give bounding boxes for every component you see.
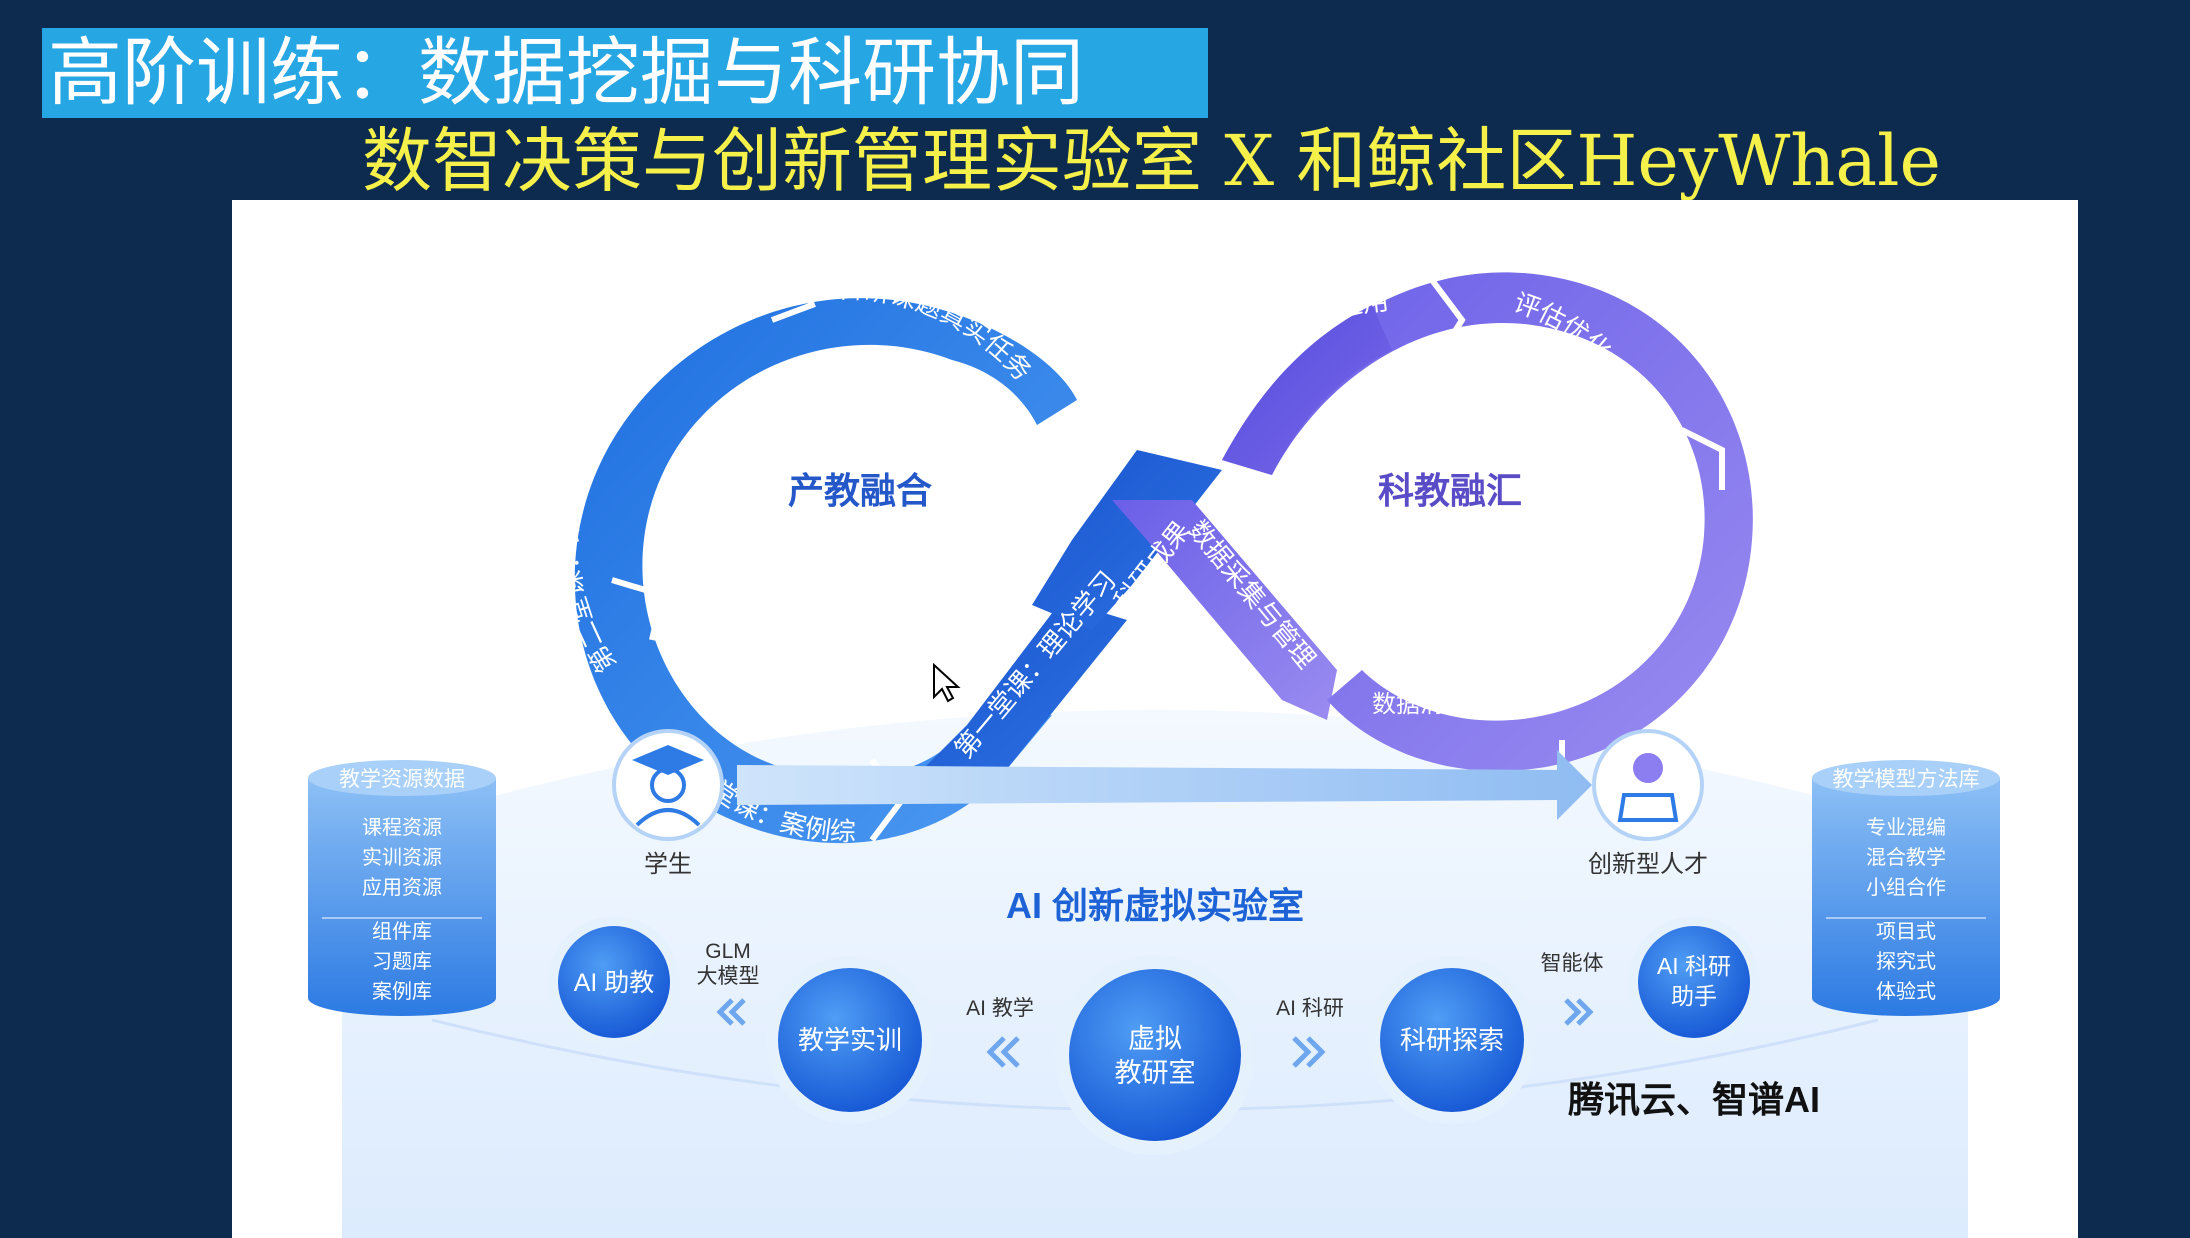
chevron-mark	[611, 577, 666, 641]
node-ai-teach-label: AI 助教	[574, 969, 655, 997]
db-left-item: 组件库	[372, 920, 432, 943]
talent-avatar	[1592, 729, 1704, 841]
growth-arrow	[737, 750, 1592, 820]
db-left-item: 应用资源	[362, 876, 442, 899]
db-teaching-models	[1812, 760, 2000, 1016]
student-label: 学生	[644, 851, 692, 878]
label-ai-teaching: AI 教学	[966, 997, 1034, 1020]
node-teach-train-label: 教学实训	[798, 1025, 902, 1055]
person-icon	[1633, 753, 1663, 783]
loop-seg-data-collect	[1112, 500, 1337, 720]
db-right-item: 探究式	[1876, 950, 1936, 973]
label-glm-1: GLM	[705, 940, 751, 963]
db-right-item: 小组合作	[1866, 876, 1946, 899]
db-right-item: 专业混编	[1866, 816, 1946, 839]
graduation-cap-icon	[632, 745, 704, 775]
diagram-svg: 第二堂课：数据竞赛模拟实战 科研课题真实任务 第三堂课：案例综合实训 第一堂课：…	[232, 200, 2000, 1238]
node-virtual-lab	[1055, 955, 1255, 1155]
db-right-item: 体验式	[1876, 980, 1936, 1003]
chevron-left-icon	[986, 1036, 1020, 1068]
node-research-explore	[1368, 956, 1536, 1124]
db-left-item: 习题库	[372, 950, 432, 973]
loop-seg-research-result	[1032, 450, 1222, 630]
page-subtitle: 数智决策与创新管理实验室 X 和鲸社区HeyWhale	[362, 120, 1941, 202]
node-ai-assistant	[1628, 916, 1760, 1048]
db-left-item: 课程资源	[362, 816, 442, 839]
chevron-right-icon	[1564, 998, 1594, 1026]
lab-title: AI 创新虚拟实验室	[1006, 885, 1304, 926]
chevron-left-icon	[716, 998, 746, 1026]
db-left-item: 实训资源	[362, 846, 442, 869]
node-virtual-lab-label-2: 教研室	[1115, 1058, 1196, 1088]
page-title: 高阶训练：数据挖掘与科研协同	[42, 28, 1208, 118]
loop-left-ring	[574, 298, 1077, 844]
node-ai-teach	[548, 916, 680, 1048]
node-teach-train	[766, 956, 934, 1124]
mouse-cursor-icon	[933, 662, 961, 703]
credit-text: 腾讯云、智谱AI	[1568, 1079, 1820, 1120]
label-ai-research: AI 科研	[1276, 997, 1344, 1020]
node-ai-assistant-label-2: 助手	[1671, 983, 1717, 1009]
node-ai-assistant-label-1: AI 科研	[1657, 953, 1731, 979]
chevron-mark	[770, 253, 816, 323]
label-glm-2: 大模型	[697, 965, 760, 988]
loop-seg-course1	[892, 600, 1127, 800]
node-virtual-lab-label-1: 虚拟	[1128, 1024, 1182, 1054]
db-right-title: 教学模型方法库	[1833, 768, 1980, 791]
stage-data-clean: 数据清洗与标注	[1372, 691, 1540, 718]
label-agent: 智能体	[1541, 952, 1604, 975]
node-research-explore-label: 科研探索	[1400, 1025, 1504, 1055]
db-right-item: 混合教学	[1866, 846, 1946, 869]
student-avatar	[612, 729, 724, 841]
db-teaching-resources	[308, 760, 496, 1016]
chevron-right-icon	[1292, 1036, 1326, 1068]
loop-seg-deploy	[1222, 305, 1392, 475]
chevron-mark	[1429, 278, 1466, 362]
db-right-item: 项目式	[1876, 920, 1936, 943]
db-left-title: 教学资源数据	[339, 768, 465, 791]
talent-label: 创新型人才	[1588, 851, 1708, 878]
diagram-panel: 第二堂课：数据竞赛模拟实战 科研课题真实任务 第三堂课：案例综合实训 第一堂课：…	[232, 200, 2078, 1238]
db-left-item: 案例库	[372, 980, 432, 1003]
chevron-mark	[1680, 427, 1725, 490]
loop-left-center: 产教融合	[788, 470, 932, 511]
loop-right-center: 科教融汇	[1378, 470, 1522, 511]
